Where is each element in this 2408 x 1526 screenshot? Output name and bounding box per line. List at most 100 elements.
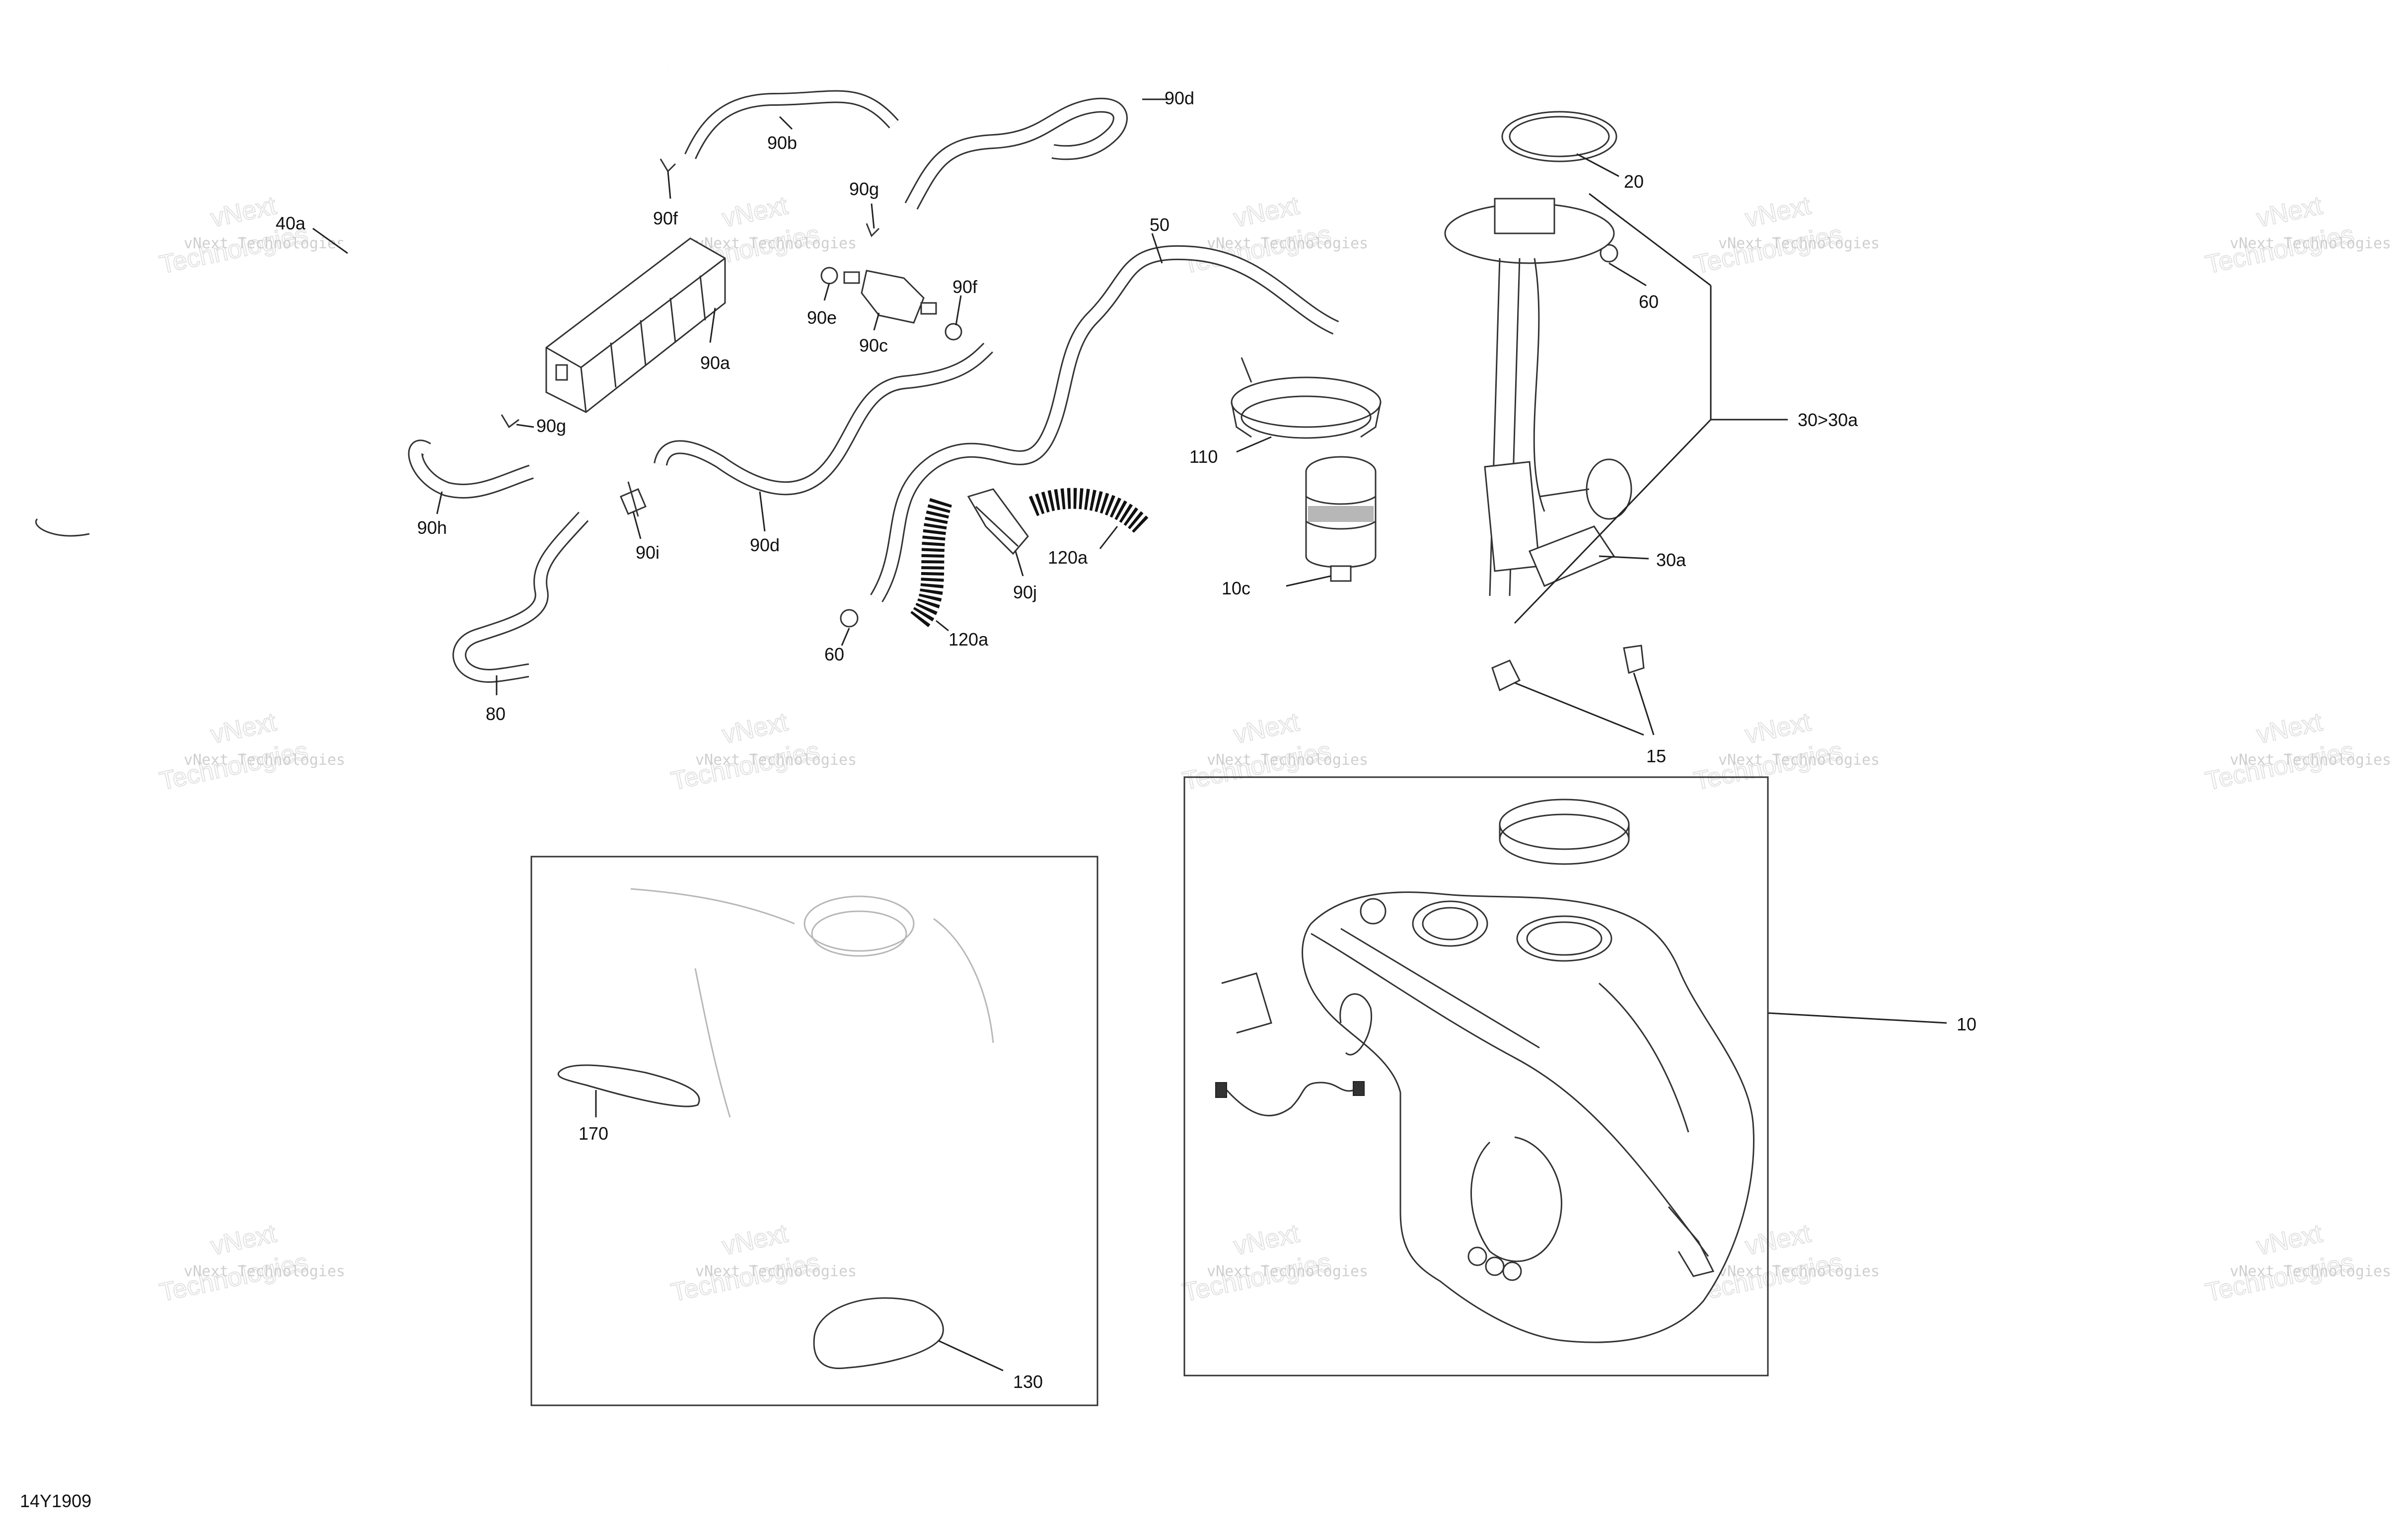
callout-90j[interactable]: 90i	[636, 542, 659, 563]
watermark: vNext Technologies vNext Technologies	[1179, 1219, 1368, 1308]
part-90i-hose	[408, 439, 534, 499]
svg-text:vNext: vNext	[1743, 191, 1814, 233]
callout-60-bottom[interactable]: 60	[824, 644, 844, 664]
callout-30a[interactable]: 30a	[1656, 550, 1686, 570]
part-170-pad	[557, 1064, 700, 1107]
callout-90c[interactable]: 90c	[859, 335, 888, 356]
part-40a-hose	[35, 66, 670, 537]
part-90b-hose	[684, 90, 899, 159]
watermark-layer: vNext Technologies vNext Technologies vN…	[156, 191, 2391, 1308]
callout-90f-right[interactable]: 90f	[952, 277, 978, 297]
callout-90h[interactable]: 90g	[849, 179, 879, 199]
svg-text:vNext: vNext	[208, 1219, 279, 1261]
part-130-pad	[813, 1297, 944, 1370]
svg-text:vNext: vNext	[1743, 708, 1814, 749]
watermark: vNext Technologies vNext Technologies	[668, 1219, 857, 1308]
svg-text:vNext Technologies: vNext Technologies	[2230, 1263, 2391, 1280]
callout-90a[interactable]: 90a	[700, 353, 730, 373]
part-90c-valve	[843, 270, 937, 324]
diagram-code: 14Y1909	[20, 1491, 91, 1511]
part-100-fitting	[967, 488, 1029, 555]
svg-text:vNext Technologies: vNext Technologies	[2230, 235, 2391, 252]
part-90a-canister	[545, 237, 726, 413]
svg-text:vNext: vNext	[2254, 191, 2325, 233]
svg-text:vNext Technologies: vNext Technologies	[1718, 1263, 1880, 1280]
svg-text:vNext: vNext	[720, 1219, 791, 1261]
part-10c-filter	[1305, 456, 1377, 582]
callout-120a-top[interactable]: 120a	[1048, 547, 1088, 568]
svg-text:vNext Technologies: vNext Technologies	[695, 751, 857, 769]
svg-text:vNext Technologies: vNext Technologies	[184, 235, 345, 252]
callout-120a-bottom[interactable]: 120a	[949, 629, 989, 650]
callout-90g-mid[interactable]: 90g	[536, 416, 566, 436]
callout-90e[interactable]: 90d	[750, 535, 780, 555]
svg-text:vNext Technologies: vNext Technologies	[184, 1263, 345, 1280]
svg-text:vNext: vNext	[1231, 191, 1302, 233]
callout-90b[interactable]: 90b	[767, 133, 797, 153]
part-90d-hose	[904, 97, 1128, 210]
parts-layer	[35, 66, 1769, 1406]
callout-15[interactable]: 15	[1646, 746, 1666, 766]
svg-text:vNext: vNext	[1743, 1219, 1814, 1261]
part-80-hose	[452, 511, 589, 683]
svg-text:vNext Technologies: vNext Technologies	[1718, 235, 1880, 252]
callout-10c[interactable]: 10c	[1222, 578, 1250, 598]
callout-80[interactable]: 80	[486, 704, 506, 724]
callout-30-30a[interactable]: 30>30a	[1798, 410, 1858, 430]
watermark: vNext Technologies vNext Technologies	[156, 1219, 345, 1308]
svg-text:vNext Technologies: vNext Technologies	[184, 751, 345, 769]
part-90e-hose	[654, 343, 993, 496]
watermark: vNext Technologies vNext Technologies	[668, 707, 857, 797]
callout-40a[interactable]: 40a	[276, 213, 306, 233]
part-10-fuel-tank	[1215, 799, 1755, 1343]
watermark: vNext Technologies vNext Technologies	[1691, 191, 1880, 280]
watermark: vNext Technologies vNext Technologies	[2202, 707, 2391, 797]
callout-50[interactable]: 50	[1150, 215, 1169, 235]
svg-text:vNext Technologies: vNext Technologies	[1718, 751, 1880, 769]
callout-90d[interactable]: 90d	[1165, 88, 1194, 108]
callout-90f-left[interactable]: 90e	[807, 307, 837, 328]
svg-text:vNext: vNext	[208, 708, 279, 749]
svg-text:vNext: vNext	[720, 708, 791, 749]
part-20-seal	[1501, 111, 1617, 162]
callout-110[interactable]: 110	[1189, 446, 1218, 467]
reference-frame-right	[1183, 776, 1769, 1377]
part-120a-hose	[909, 488, 1150, 628]
callout-10[interactable]: 10	[1957, 1014, 1976, 1034]
callout-20[interactable]: 20	[1624, 171, 1644, 192]
svg-text:vNext: vNext	[1231, 708, 1302, 749]
reference-frame-left	[530, 856, 1098, 1406]
callout-170[interactable]: 170	[579, 1123, 608, 1144]
watermark: vNext Technologies vNext Technologies	[156, 707, 345, 797]
svg-text:vNext Technologies: vNext Technologies	[1207, 751, 1368, 769]
svg-text:vNext Technologies: vNext Technologies	[2230, 751, 2391, 769]
watermark: vNext Technologies vNext Technologies	[2202, 1219, 2391, 1308]
callout-100[interactable]: 90j	[1013, 582, 1037, 602]
callout-labels: 40a 90b 90d 20 90f 90g 90a 90c 90f 90e 9…	[276, 88, 1976, 1392]
callout-60-top[interactable]: 60	[1639, 291, 1659, 312]
svg-text:vNext: vNext	[208, 191, 279, 233]
part-90j-connector	[620, 481, 647, 517]
svg-text:vNext Technologies: vNext Technologies	[1207, 235, 1368, 252]
part-110-bracket	[1231, 357, 1382, 439]
watermark: vNext Technologies vNext Technologies	[1691, 707, 1880, 797]
svg-text:vNext: vNext	[2254, 708, 2325, 749]
leader-lines	[312, 98, 1947, 1372]
svg-text:vNext: vNext	[720, 191, 791, 233]
part-60-clamp	[840, 244, 1618, 628]
watermark: vNext Technologies vNext Technologies	[1179, 707, 1368, 797]
callout-90g-top[interactable]: 90f	[653, 208, 678, 228]
watermark: vNext Technologies vNext Technologies	[2202, 191, 2391, 280]
svg-text:vNext Technologies: vNext Technologies	[1207, 1263, 1368, 1280]
watermark: vNext Technologies vNext Technologies	[1179, 191, 1368, 280]
part-90f-clamp	[820, 267, 962, 341]
faded-tank-ghost	[630, 888, 994, 1118]
part-50-hose	[870, 245, 1339, 602]
callout-130[interactable]: 130	[1013, 1372, 1043, 1392]
part-15-gasket	[1491, 645, 1645, 692]
svg-text:vNext: vNext	[1231, 1219, 1302, 1261]
svg-text:vNext: vNext	[2254, 1219, 2325, 1261]
svg-text:vNext Technologies: vNext Technologies	[695, 1263, 857, 1280]
callout-90i[interactable]: 90h	[417, 517, 447, 538]
